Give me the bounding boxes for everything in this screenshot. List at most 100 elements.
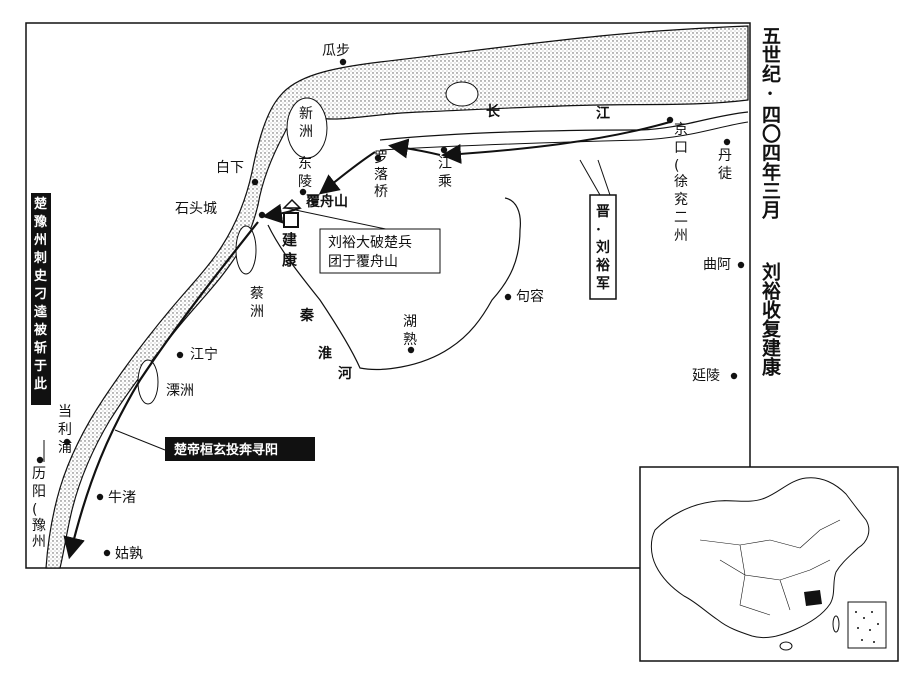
city-dot [63, 438, 71, 446]
place-label-caizhou-2: 洲 [250, 304, 264, 320]
jin-army-arrow-3 [318, 151, 376, 195]
city-dot [440, 146, 448, 154]
place-label-jingkou-2: 口 [674, 140, 688, 156]
place-label-liyang-5: 州 [32, 534, 46, 550]
place-label-qua: 曲阿 [703, 257, 731, 273]
svg-text:此: 此 [34, 376, 47, 392]
pointer-line [597, 159, 611, 196]
place-label-jiangcheng-2: 乘 [438, 174, 452, 190]
jin-army-arrow [441, 121, 671, 164]
tributary-line [379, 111, 749, 141]
city-dot [737, 261, 745, 269]
jin-army-box [589, 194, 617, 300]
inset-hainan [779, 641, 793, 651]
place-label-dangli-3: 浦 [58, 440, 72, 456]
pointer-line [579, 159, 601, 196]
yangtze-river [45, 25, 749, 569]
place-label-guabu: 瓜步 [322, 43, 350, 59]
place-label-luoluoqiao-3: 桥 [374, 184, 388, 200]
place-label-niuzhu: 牛渚 [108, 490, 136, 506]
map-title-event: 刘裕收复建康 [759, 262, 781, 376]
city-dot [96, 493, 104, 501]
place-label-shitoucheng: 石头城 [175, 201, 217, 217]
place-label-dangli-2: 利 [58, 422, 72, 438]
pointer-line [285, 207, 401, 233]
svg-text:豫: 豫 [34, 214, 47, 230]
inset-south-sea-box [847, 601, 887, 649]
place-label-fuzhoushan: 覆舟山 [306, 193, 348, 210]
city-dot [504, 293, 512, 301]
place-label-jiangcheng-1: 江 [438, 156, 452, 172]
city-dot [258, 211, 266, 219]
place-label-jingkou-3: ( [674, 158, 679, 174]
jin-army-char: 晋 [596, 204, 610, 220]
place-label-liyang-3: ( [32, 502, 37, 518]
place-label-jingkou-4: 徐 [674, 174, 688, 190]
jin-army-char: 军 [596, 276, 610, 292]
map-title-date: 五世纪·四〇四年三月 [759, 26, 781, 219]
place-label-jiankang-1: 建 [282, 231, 298, 249]
place-label-jingkou-5: 兖 [674, 192, 688, 208]
place-label-dangli-1: 当 [58, 404, 72, 420]
river-label-jiang: 江 [596, 105, 610, 122]
jin-army-char: · [596, 222, 601, 238]
place-label-dongling-2: 陵 [298, 174, 312, 190]
jin-army-arrow-2 [388, 138, 441, 159]
city-dot [176, 351, 184, 359]
place-label-baixia: 白下 [216, 160, 244, 176]
xinzhou-island [286, 97, 328, 159]
huanxuan-annotation-text: 楚帝桓玄投奔寻阳 [174, 442, 278, 458]
place-label-liyang-4: 豫 [32, 518, 46, 534]
svg-text:斩: 斩 [34, 340, 47, 356]
huanxuan-arrow [63, 221, 259, 560]
city-dot [339, 58, 347, 66]
inset-province-lines [699, 519, 841, 616]
place-label-dongling-1: 东 [298, 156, 312, 172]
place-label-xinzhou-2: 洲 [299, 124, 313, 140]
sima-annotation-text: 楚 豫 州 刺 史 刁 逵 被 斩 于 此 [33, 196, 48, 392]
inset-highlight-area [804, 590, 822, 606]
qinhuai-river [267, 197, 521, 370]
river-label-he: 河 [338, 365, 352, 382]
battle-annotation-line-2: 团于覆舟山 [328, 254, 398, 270]
sima-annotation-box [31, 193, 51, 405]
place-label-liyang-2: 阳 [32, 484, 46, 500]
svg-text:被: 被 [33, 322, 48, 338]
place-label-gushu: 姑孰 [115, 545, 143, 562]
place-label-jingkou-6: 二 [674, 210, 688, 226]
mountain-icon [282, 198, 302, 209]
place-label-jiankang-2: 康 [282, 251, 298, 269]
jin-army-char: 刘 [596, 239, 610, 256]
huanxuan-annotation-box [165, 437, 315, 461]
place-label-lizhou: 溧洲 [166, 383, 194, 399]
caizhou-island [235, 225, 257, 275]
city-dot [103, 549, 111, 557]
place-label-jiangning: 江宁 [190, 346, 218, 363]
city-dot [374, 154, 382, 162]
place-label-jurong: 句容 [516, 288, 544, 305]
battle-annotation-line-1: 刘裕大破楚兵 [328, 235, 412, 251]
place-label-liyang-1: 历 [32, 466, 46, 482]
place-label-jingkou-1: 京 [674, 122, 688, 138]
city-dot [36, 456, 44, 464]
place-label-caizhou-1: 蔡 [250, 286, 264, 302]
svg-text:州: 州 [33, 233, 47, 248]
place-label-luoluoqiao-1: 罗 [374, 150, 388, 166]
svg-text:于: 于 [34, 359, 47, 374]
place-label-yanling: 延陵 [692, 368, 720, 384]
pointer-line [114, 429, 166, 451]
city-dot [251, 178, 259, 186]
place-label-dantu-2: 徒 [718, 166, 732, 182]
place-label-luoluoqiao-2: 落 [374, 167, 388, 183]
river-label-chang: 长 [486, 103, 501, 120]
svg-text:刺: 刺 [34, 250, 47, 266]
battle-annotation-box [319, 228, 441, 274]
svg-text:楚: 楚 [34, 196, 48, 212]
city-dot [723, 138, 731, 146]
city-dot [299, 188, 307, 196]
svg-text:史: 史 [34, 268, 48, 284]
jiankang-square [283, 212, 299, 228]
place-label-hushu-2: 熟 [403, 332, 417, 348]
place-label-jingkou-7: 州 [674, 228, 688, 244]
